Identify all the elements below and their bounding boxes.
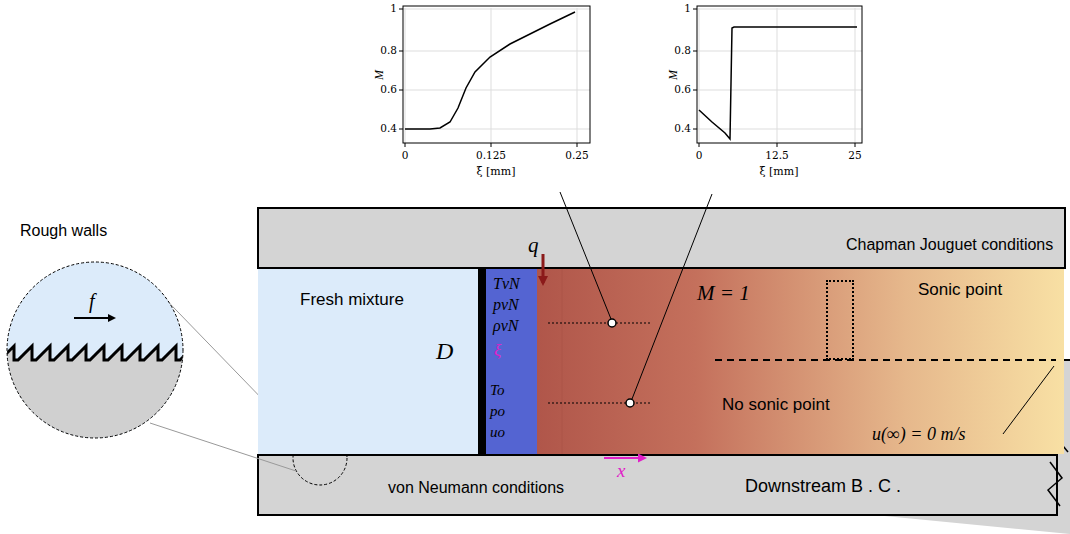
axis-label: 0.125: [476, 150, 506, 162]
wall-break: [1048, 462, 1062, 506]
annotation-label: M = 1: [697, 282, 750, 305]
node-text: TvN: [493, 275, 520, 293]
annotation-label: uo: [490, 424, 505, 441]
plot-2: [693, 6, 862, 147]
axis-label: 0.8: [674, 45, 691, 57]
annotation-label: x: [617, 461, 625, 482]
node-text: Rough walls: [20, 222, 107, 240]
annotation-label: M: [373, 70, 386, 80]
node-text: Fresh mixture: [300, 291, 404, 310]
axis-label: 0.8: [380, 45, 397, 57]
leader-line: [560, 192, 611, 319]
zoom-view: [0, 250, 216, 460]
axis-label: 0.4: [380, 123, 397, 135]
annotation-label: D: [436, 338, 453, 364]
sonic-line: [715, 359, 1056, 361]
axis-label: ξ [mm]: [477, 166, 516, 178]
annotation-label: To: [490, 382, 504, 399]
annotation-label: von Neumann conditions: [388, 479, 564, 497]
axis-label: 12.5: [765, 150, 788, 162]
annotation-label: Sonic point: [918, 281, 1002, 300]
probe-line: [548, 323, 650, 324]
axis-label: 0.6: [674, 84, 691, 96]
annotation-label: ξ: [494, 342, 501, 361]
zoom-circle: [7, 262, 183, 438]
heat-arrow: [542, 254, 545, 283]
annotation-label: q: [528, 234, 539, 257]
rough-wall-zoom: Rough walls: [7, 222, 183, 438]
axis-label: 0.4: [674, 123, 691, 135]
annotation-label: f: [89, 290, 95, 312]
annotation-label: No sonic point: [722, 396, 830, 415]
node-text: pvN: [493, 296, 519, 314]
annotation-label: po: [490, 403, 505, 420]
axis-label: 1: [684, 3, 691, 15]
friction-arrow: [74, 317, 114, 319]
zone-line: [562, 269, 563, 454]
probe-point: [626, 399, 634, 407]
axis-label: 0.6: [380, 84, 397, 96]
axis-label: 0: [696, 150, 703, 162]
node-text: Chapman Jouguet conditions: [846, 236, 1053, 254]
reaction-zone: [537, 269, 1064, 454]
node-text: ρvN: [493, 317, 518, 335]
plot-1: [399, 6, 590, 147]
annotation-label: M: [667, 70, 680, 80]
axis-label: 25: [848, 150, 861, 162]
x-axis-arrow: [604, 457, 644, 459]
bottom-wall: [258, 455, 1057, 515]
axis-label: 1: [390, 3, 397, 15]
leader-line: [1003, 366, 1054, 434]
cj-box: Chapman Jouguet conditions: [826, 280, 854, 360]
annotation-label: Downstream B . C .: [745, 477, 901, 497]
top-wall: [258, 208, 1065, 268]
probe-point: [608, 319, 616, 327]
axis-label: 0: [402, 150, 409, 162]
annotation-label: u(∞) = 0 m/s: [872, 425, 965, 445]
shock-front: [478, 269, 486, 454]
axis-label: ξ [mm]: [760, 166, 799, 178]
axis-label: 0.25: [565, 150, 588, 162]
